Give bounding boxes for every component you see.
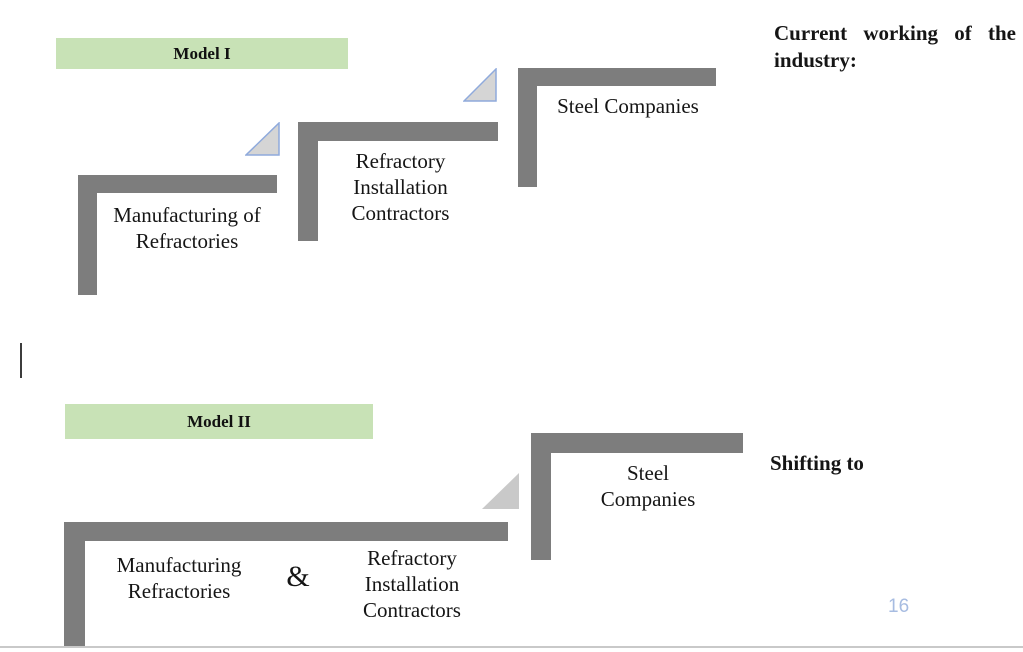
page-number: 16 — [888, 596, 910, 617]
model1-step1-bracket-vertical — [78, 175, 97, 295]
model1-banner: Model I — [56, 38, 348, 69]
model2-banner: Model II — [65, 404, 373, 439]
triangle-arrow-icon — [463, 68, 497, 102]
bottom-divider-line — [0, 646, 1023, 648]
text-cursor-caret — [20, 343, 22, 378]
model2-combined-left-label: Manufacturing Refractories — [116, 553, 242, 603]
model1-step3-label: Steel Companies — [557, 94, 699, 118]
heading-current-working: Current working of the industry: — [774, 21, 1016, 72]
model1-step2-bracket-horizontal — [298, 122, 498, 141]
model1-step2-label: Refractory Installation Contractors — [351, 149, 450, 225]
triangle-arrow-icon — [245, 122, 280, 156]
model1-step1-bracket-horizontal — [78, 175, 277, 193]
model2-steel-label: Steel Companies — [600, 461, 696, 511]
model2-combined-bracket-horizontal — [64, 522, 508, 541]
triangle-arrow-icon — [482, 473, 519, 509]
model2-combined-right-label: Refractory Installation Contractors — [363, 546, 461, 622]
model1-step2-bracket-vertical — [298, 122, 318, 241]
shifting-to-label: Shifting to — [770, 451, 864, 475]
model1-step3-bracket-horizontal — [518, 68, 716, 86]
model2-combined-bracket-vertical — [64, 522, 85, 646]
model1-step1-label: Manufacturing of Refractories — [113, 203, 261, 253]
model1-step3-bracket-vertical — [518, 68, 537, 187]
model2-steel-bracket-vertical — [531, 433, 551, 560]
model2-steel-bracket-horizontal — [531, 433, 743, 453]
ampersand-symbol: & — [286, 560, 310, 593]
